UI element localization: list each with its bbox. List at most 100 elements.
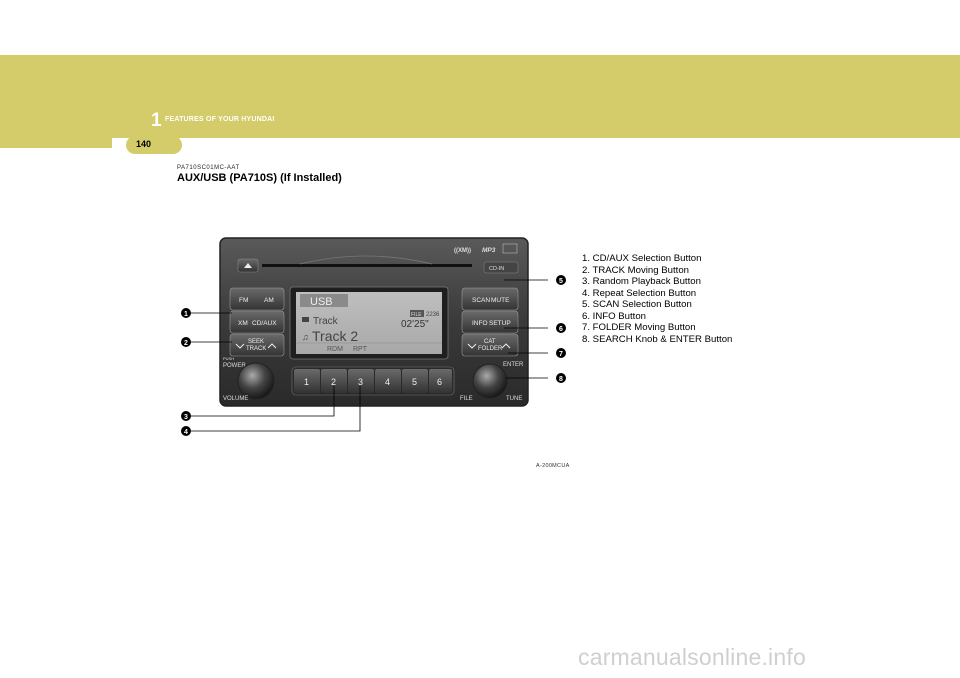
cd-slot [262,264,472,267]
chapter-number: 1 [151,110,162,131]
legend-item: 8. SEARCH Knob & ENTER Button [582,333,733,345]
source-badge [300,294,348,307]
volume-label: VOLUME [223,396,248,402]
preset-button-4[interactable] [375,369,401,393]
callout-3 [181,411,191,421]
setup-label: SETUP [489,320,511,327]
callout-5 [556,275,566,285]
scan-label: SCAN [472,297,490,304]
leader-lines [191,279,548,432]
legend-item: 7. FOLDER Moving Button [582,322,696,333]
push-label: PUSH [223,356,234,361]
preset-label-3: 3 [358,377,363,387]
legend-item: 5. SCAN Selection Button [582,299,692,310]
callout-2 [181,337,191,347]
callout-4 [181,426,191,436]
fm-label: FM [239,297,248,304]
callout-label-4: 4 [184,429,188,436]
page-number: 140 [136,139,152,149]
cat-label: CAT [484,339,496,345]
info-label: INFO [472,320,488,327]
chevron-down-icon [235,343,245,349]
preset-label-5: 5 [412,377,417,387]
cat-folder-button[interactable] [461,333,519,357]
callout-7 [556,348,566,358]
disc-logo [502,243,518,254]
watermark: carmanualsonline.info [578,644,806,670]
legend-item: 3. Random Playback Button [582,276,701,287]
callout-label-2: 2 [184,340,188,347]
file-label: FILE [460,396,473,402]
preset-buttons: 1 2 3 4 5 6 [291,366,455,396]
folder-icon [302,317,309,322]
scan-mute-button[interactable] [461,287,519,311]
button-legend: 1. CD/AUX Selection Button 2. TRACK Movi… [582,253,732,345]
preset-button-1[interactable] [294,369,320,393]
callout-label-3: 3 [184,414,188,421]
preset-label-2: 2 [331,377,336,387]
preset-button-2[interactable] [321,369,347,393]
cd-in-label: CD-IN [489,266,504,272]
seek-label: SEEK [248,339,264,345]
music-note-icon: ♫ [302,332,309,342]
figure-code: A-200MCUA [536,463,570,469]
volume-knob[interactable] [237,362,275,400]
chapter-title: FEATURES OF YOUR HYUNDAI [165,116,275,123]
callout-markers: 1 2 3 4 5 6 7 8 [181,275,566,436]
rdm-indicator: RDM [327,346,343,353]
legend-item: 4. Repeat Selection Button [582,287,697,299]
xm-logo: ((XM)) [454,248,471,254]
tune-label: TUNE [506,396,522,402]
file-badge-label: FILE [411,312,422,318]
chevron-down-icon [467,343,477,349]
preset-label-1: 1 [304,377,309,387]
info-setup-button[interactable] [461,310,519,334]
chevron-up-icon [267,343,277,349]
header-band [0,55,960,148]
chevron-up-icon [501,343,511,349]
am-label: AM [264,297,274,304]
callout-label-1: 1 [184,311,188,318]
enter-label: ENTER [503,362,524,368]
callout-label-7: 7 [559,351,563,358]
eject-icon [244,263,252,268]
callout-label-6: 6 [559,326,563,333]
section-code: PA710SC01MC-AAT [177,165,240,171]
mp3-logo: MP3 [482,247,496,254]
display-time: 02'25" [401,319,429,330]
file-number: 2236 [426,312,440,318]
rpt-indicator: RPT [353,346,368,353]
fm-am-button[interactable] [229,287,285,311]
mute-label: MUTE [491,297,510,304]
file-badge [410,310,424,317]
display-line1: Track [313,316,339,327]
legend-item: 6. INFO Button [582,310,646,322]
section-title: AUX/USB (PA710S) (If Installed) [177,172,342,184]
callout-label-5: 5 [559,278,563,285]
callout-label-8: 8 [559,376,563,383]
preset-button-3[interactable] [348,369,374,393]
display-source: USB [310,296,333,308]
preset-button-6[interactable] [429,369,452,393]
header-rule [112,138,960,148]
display-line2: Track 2 [312,328,358,344]
preset-label-6: 6 [437,377,442,387]
seek-track-button[interactable] [229,333,285,357]
folder-label: FOLDER [478,346,503,352]
callout-1 [181,308,191,318]
legend-item: 2. TRACK Moving Button [582,264,690,276]
cd-aux-label: CD/AUX [252,320,277,327]
xm-label: XM [238,320,248,327]
cd-in-indicator [483,261,519,274]
tune-knob[interactable] [472,363,508,399]
page-number-tab [126,136,182,154]
cd-aux-button[interactable] [229,310,285,334]
preset-button-5[interactable] [402,369,428,393]
power-label: POWER [223,363,246,369]
callout-8 [556,373,566,383]
track-label: TRACK [246,346,266,352]
preset-label-4: 4 [385,377,390,387]
legend-item: 1. CD/AUX Selection Button [582,253,702,264]
callout-6 [556,323,566,333]
